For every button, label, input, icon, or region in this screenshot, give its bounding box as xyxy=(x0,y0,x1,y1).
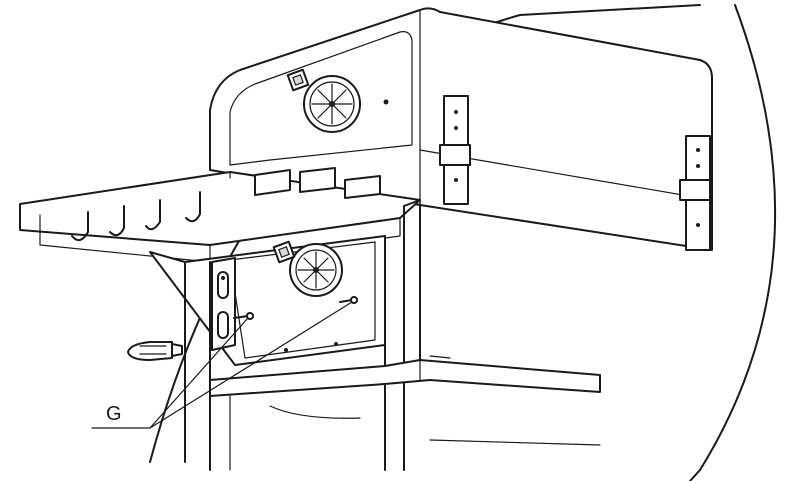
damper-vent-upper xyxy=(286,68,361,133)
hinge-bracket-left xyxy=(439,95,471,205)
cart-frame xyxy=(184,199,601,471)
callout-g: G xyxy=(91,301,353,429)
screwdriver-icon xyxy=(127,341,183,361)
side-shelf xyxy=(19,167,421,263)
shelf-support-bracket xyxy=(211,257,236,351)
hinge-bracket-right xyxy=(679,135,711,251)
utensil-hooks xyxy=(71,191,201,242)
leader-line-2 xyxy=(149,301,353,429)
damper-vent-lower xyxy=(272,240,343,297)
screw-right xyxy=(339,296,358,304)
callout-label: G xyxy=(106,403,122,425)
leader-line-1 xyxy=(149,317,249,429)
hook-4 xyxy=(185,191,201,223)
hook-2 xyxy=(109,205,125,237)
upper-bolt xyxy=(383,99,389,105)
hook-3 xyxy=(145,199,161,231)
screw-left xyxy=(233,312,254,320)
hook-1 xyxy=(71,211,89,242)
